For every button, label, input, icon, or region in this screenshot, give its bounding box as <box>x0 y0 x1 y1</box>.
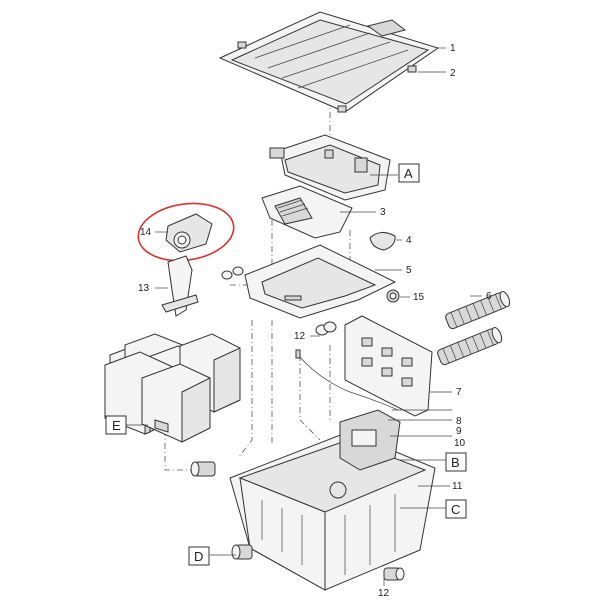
letter-box-e: E <box>105 415 127 435</box>
callout-leaders <box>126 47 482 586</box>
svg-text:D: D <box>194 549 203 564</box>
callout-1: 1 <box>450 43 456 54</box>
svg-text:B: B <box>451 455 460 470</box>
callout-9: 9 <box>456 426 462 437</box>
letter-box-d: D <box>188 546 210 566</box>
part-uvc-unit <box>269 134 391 201</box>
part-bracket <box>161 255 199 317</box>
part-housing <box>229 409 436 591</box>
svg-text:A: A <box>404 166 413 181</box>
callout-8: 8 <box>456 416 462 427</box>
callout-12-lower: 12 <box>378 588 390 599</box>
part-small-knob <box>386 289 400 303</box>
part-foam-blocks <box>104 333 241 443</box>
part-lid <box>218 11 440 113</box>
svg-text:E: E <box>112 418 121 433</box>
callout-10: 10 <box>454 438 466 449</box>
part-connectors <box>190 461 405 581</box>
callout-5: 5 <box>406 265 412 276</box>
part-grid-plate <box>344 315 433 417</box>
part-clamp <box>165 213 213 253</box>
letter-box-b: B <box>445 452 467 472</box>
letter-box-c: C <box>445 499 467 519</box>
part-cables <box>295 349 399 411</box>
letter-box-a: A <box>398 163 420 183</box>
callout-12-upper: 12 <box>294 331 306 342</box>
part-rings-12 <box>315 321 337 336</box>
callout-3: 3 <box>380 207 386 218</box>
callout-4: 4 <box>406 235 412 246</box>
callout-13: 13 <box>138 283 150 294</box>
part-knob <box>369 232 396 251</box>
o-rings <box>221 266 244 280</box>
callout-14: 14 <box>140 227 152 238</box>
part-filter-brushes <box>437 291 511 366</box>
part-sponge-tray <box>261 185 353 239</box>
callout-2: 2 <box>450 68 456 79</box>
highlight-circle <box>137 202 235 262</box>
callout-15: 15 <box>413 292 425 303</box>
part-frame-plate <box>244 244 397 319</box>
svg-text:C: C <box>451 502 460 517</box>
callout-11: 11 <box>452 481 463 492</box>
callout-6: 6 <box>486 291 492 302</box>
callout-7: 7 <box>456 387 462 398</box>
